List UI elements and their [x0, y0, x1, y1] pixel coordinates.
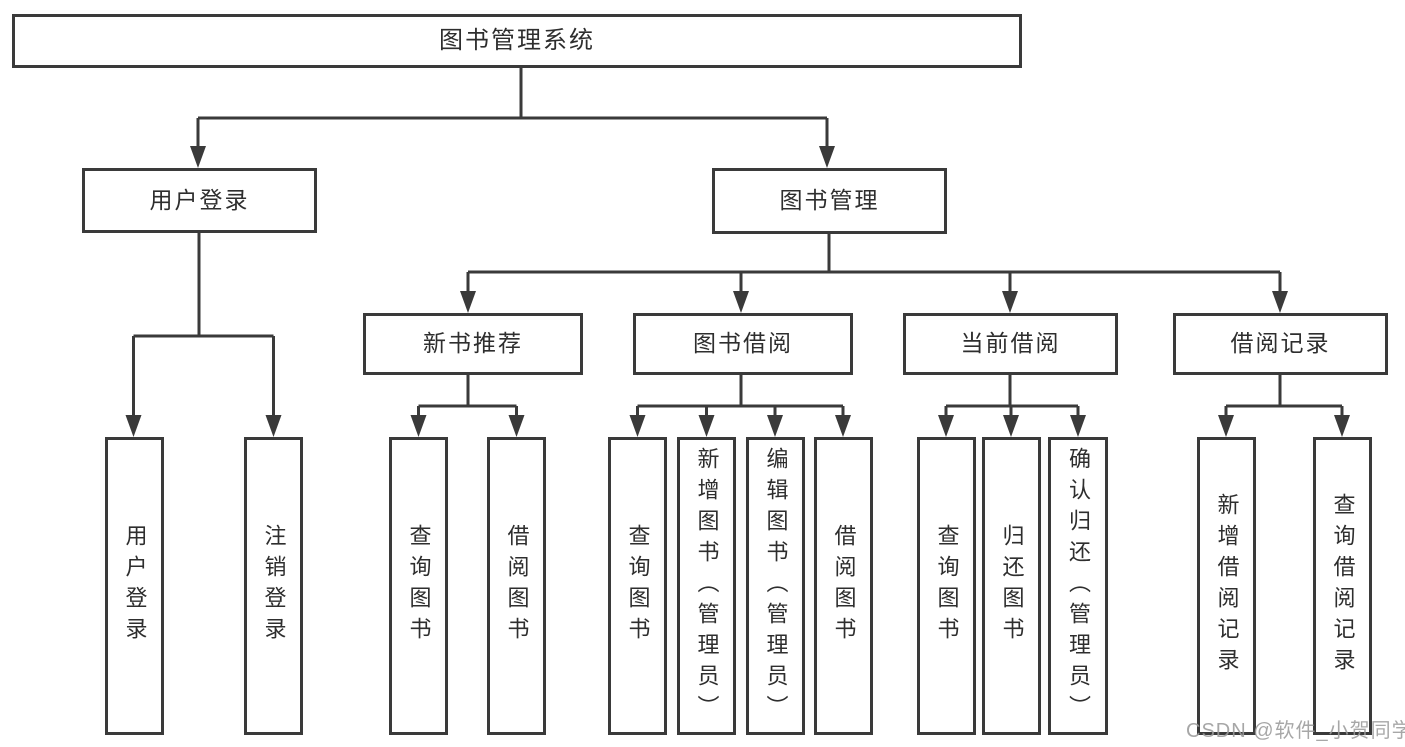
- node-leaf-return-books: 归还图书: [982, 437, 1041, 735]
- connector-current-borrow-branch: [944, 375, 1080, 417]
- node-borrow-records-label: 借阅记录: [1230, 330, 1331, 357]
- node-leaf-edit-books-admin: 编辑图书（管理员）: [746, 437, 805, 735]
- node-leaf-user-login-label: 用户登录: [122, 524, 148, 648]
- node-current-borrow-label: 当前借阅: [960, 330, 1061, 357]
- node-user-login: 用户登录: [82, 168, 317, 233]
- node-leaf-logout: 注销登录: [244, 437, 303, 735]
- connector-new-books-branch: [417, 375, 518, 417]
- node-leaf-borrow-books-2-label: 借阅图书: [831, 524, 857, 648]
- node-leaf-query-books-3: 查询图书: [917, 437, 976, 735]
- connector-book-borrow-branch: [636, 375, 845, 417]
- node-book-mgmt: 图书管理: [712, 168, 947, 234]
- node-leaf-borrow-books-1-label: 借阅图书: [504, 524, 530, 648]
- node-leaf-add-borrow-record-label: 新增借阅记录: [1214, 493, 1240, 679]
- node-library-system: 图书管理系统: [12, 14, 1022, 68]
- connector-user-login-branch: [132, 233, 275, 417]
- node-book-borrow-label: 图书借阅: [693, 330, 793, 357]
- node-leaf-borrow-books-1: 借阅图书: [487, 437, 546, 735]
- connector-borrow-records-branch: [1224, 375, 1344, 417]
- node-leaf-confirm-return-admin: 确认归还（管理员）: [1048, 437, 1108, 735]
- node-leaf-borrow-books-2: 借阅图书: [814, 437, 873, 735]
- node-leaf-return-books-label: 归还图书: [999, 524, 1025, 648]
- node-book-borrow: 图书借阅: [633, 313, 853, 375]
- node-leaf-query-books-2: 查询图书: [608, 437, 667, 735]
- node-library-system-label: 图书管理系统: [439, 26, 595, 54]
- node-leaf-query-borrow-record: 查询借阅记录: [1313, 437, 1372, 735]
- node-borrow-records: 借阅记录: [1173, 313, 1388, 375]
- node-user-login-label: 用户登录: [149, 186, 250, 213]
- connector-root-branch: [196, 68, 829, 148]
- node-leaf-query-borrow-record-label: 查询借阅记录: [1330, 493, 1356, 679]
- node-leaf-query-books-1: 查询图书: [389, 437, 448, 735]
- node-leaf-edit-books-admin-label: 编辑图书（管理员）: [763, 446, 789, 726]
- node-leaf-user-login: 用户登录: [105, 437, 164, 735]
- node-leaf-query-books-3-label: 查询图书: [934, 524, 960, 648]
- node-new-books: 新书推荐: [363, 313, 583, 375]
- node-new-books-label: 新书推荐: [423, 330, 523, 357]
- node-leaf-query-books-1-label: 查询图书: [406, 524, 432, 648]
- node-leaf-confirm-return-admin-label: 确认归还（管理员）: [1066, 446, 1091, 726]
- node-current-borrow: 当前借阅: [903, 313, 1118, 375]
- node-leaf-query-books-2-label: 查询图书: [625, 524, 651, 648]
- node-leaf-add-books-admin: 新增图书（管理员）: [677, 437, 736, 735]
- watermark: CSDN @软件_小贺同学: [1186, 720, 1405, 742]
- node-leaf-add-borrow-record: 新增借阅记录: [1197, 437, 1256, 735]
- node-book-mgmt-label: 图书管理: [779, 187, 880, 214]
- connector-book-mgmt-branch: [466, 234, 1282, 293]
- node-leaf-add-books-admin-label: 新增图书（管理员）: [694, 446, 720, 726]
- node-leaf-logout-label: 注销登录: [261, 524, 287, 648]
- arrowheads: [125, 146, 1350, 437]
